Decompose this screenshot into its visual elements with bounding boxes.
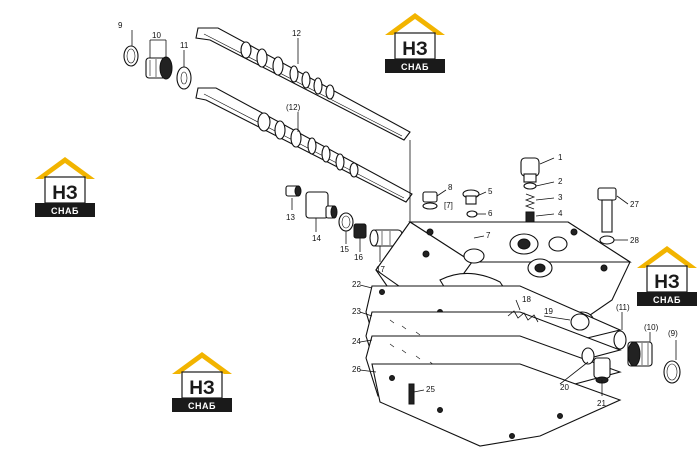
label-2: 2 [558, 177, 563, 186]
fitting-8 [422, 191, 438, 210]
fitting-6 [466, 210, 478, 218]
label-19: 19 [544, 307, 553, 316]
plug-21 [593, 357, 611, 384]
label-7: 7 [486, 231, 491, 240]
svg-text:НЗ: НЗ [402, 39, 428, 60]
watermark-logo-right: НЗ СНАБ [637, 246, 697, 306]
label-13: 13 [286, 213, 295, 222]
label-15: 15 [340, 245, 349, 254]
watermark-logo-top: НЗ СНАБ [385, 13, 445, 73]
o-ring-11-right [613, 330, 627, 350]
label-4: 4 [558, 209, 563, 218]
label-9-paren: (9) [668, 329, 678, 338]
svg-text:НЗ: НЗ [654, 272, 680, 293]
label-18: 18 [522, 295, 531, 304]
part-labels: 9 10 11 12 (12) 13 14 15 16 17 1 2 3 4 8… [118, 21, 678, 408]
part-13 [285, 185, 302, 197]
ring-20 [581, 347, 595, 365]
label-12-paren: (12) [286, 103, 301, 112]
separator-plate-26 [371, 363, 622, 447]
watermark-logo-left: НЗ СНАБ [35, 157, 95, 217]
label-12: 12 [292, 29, 301, 38]
label-24: 24 [352, 337, 361, 346]
label-3: 3 [558, 193, 563, 202]
watermark-logo-bottom: НЗ СНАБ [172, 352, 232, 412]
label-10-paren: (10) [644, 323, 659, 332]
part-14 [305, 191, 338, 219]
o-ring-11 [176, 66, 192, 90]
poppet-4 [525, 211, 535, 223]
ring-28 [599, 235, 615, 245]
plug-10-right [627, 341, 653, 367]
label-28: 28 [630, 236, 639, 245]
label-1: 1 [558, 153, 563, 162]
plug-10 [145, 56, 173, 80]
label-27: 27 [630, 200, 639, 209]
part-16 [353, 223, 367, 239]
svg-text:НЗ: НЗ [189, 378, 215, 399]
label-22: 22 [352, 280, 361, 289]
label-7-bracket: [7] [444, 201, 453, 210]
bolt-27 [597, 187, 617, 233]
label-26: 26 [352, 365, 361, 374]
part-19 [570, 313, 590, 331]
label-16: 16 [354, 253, 363, 262]
svg-text:СНАБ: СНАБ [51, 206, 79, 216]
spring-3 [524, 193, 536, 210]
label-23: 23 [352, 307, 361, 316]
label-11: 11 [180, 41, 189, 50]
svg-text:СНАБ: СНАБ [188, 401, 216, 411]
label-25: 25 [426, 385, 435, 394]
ring-2 [523, 182, 537, 190]
fitting-5 [462, 189, 480, 205]
spool-12-duplicate [195, 87, 413, 203]
label-9: 9 [118, 21, 123, 30]
spring-18 [507, 310, 539, 323]
spool-12 [195, 27, 411, 141]
label-20: 20 [560, 383, 569, 392]
svg-text:СНАБ: СНАБ [401, 62, 429, 72]
leader-lines [131, 30, 677, 396]
svg-text:НЗ: НЗ [52, 183, 78, 204]
snap-ring-9 [123, 45, 139, 67]
label-8: 8 [448, 183, 453, 192]
label-21: 21 [597, 399, 606, 408]
label-6: 6 [488, 209, 493, 218]
label-14: 14 [312, 234, 321, 243]
label-10: 10 [152, 31, 161, 40]
screw-25 [408, 383, 415, 405]
label-11-paren: (11) [616, 303, 630, 312]
plug-1 [520, 157, 540, 183]
ring-15 [338, 212, 354, 232]
snap-ring-9-right [663, 360, 681, 384]
label-17: 17 [376, 265, 385, 274]
svg-text:СНАБ: СНАБ [653, 295, 681, 305]
label-5: 5 [488, 187, 493, 196]
